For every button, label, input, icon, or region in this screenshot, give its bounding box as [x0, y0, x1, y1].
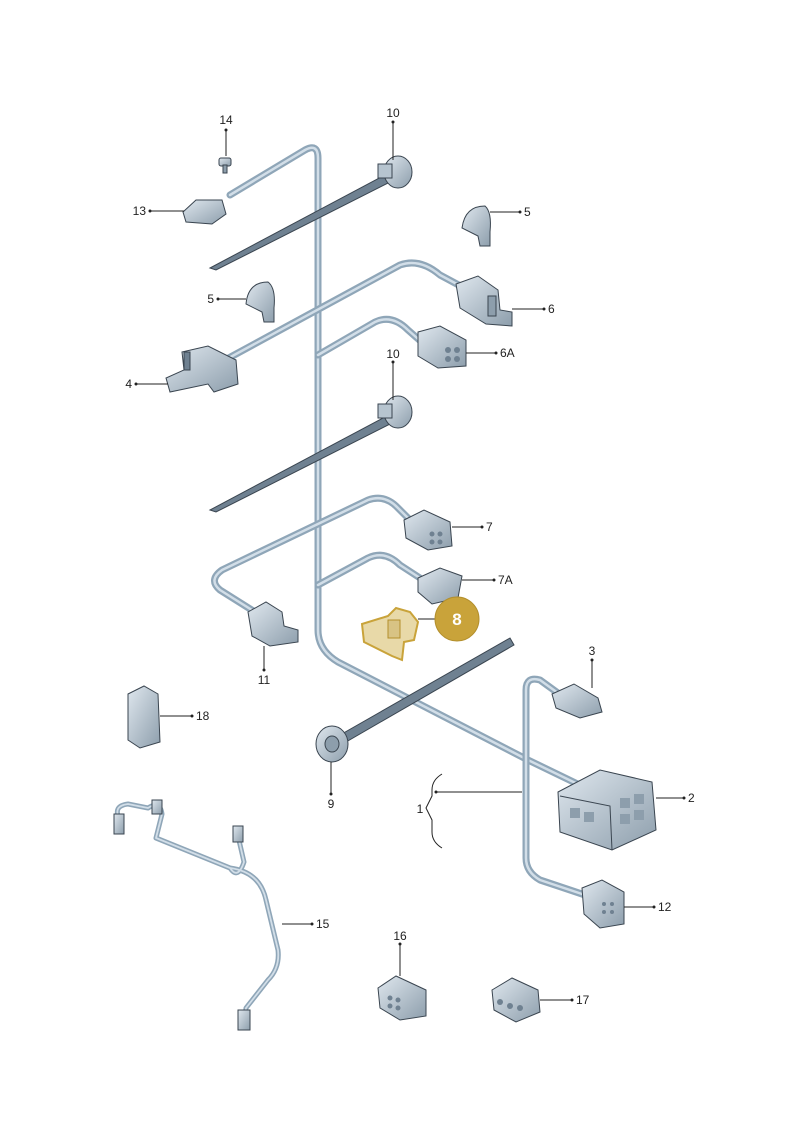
part-8-highlighted[interactable] — [360, 606, 420, 662]
main-harness — [211, 144, 594, 899]
sub-harness-15 — [113, 799, 281, 1031]
callout-14: 14 — [219, 113, 233, 127]
callout-18: 18 — [196, 709, 210, 723]
connector-3 — [551, 683, 603, 719]
connector-6 — [455, 275, 513, 327]
leader-lines — [134, 120, 686, 1002]
screw-14 — [218, 157, 232, 174]
grommet-9 — [315, 725, 349, 763]
connector-11 — [247, 601, 299, 647]
callout-5-lower: 5 — [207, 292, 214, 306]
callout-13: 13 — [133, 204, 147, 218]
main-trunk-wire — [226, 144, 594, 794]
callout-6: 6 — [548, 302, 555, 316]
grommet-10-lower — [377, 395, 413, 429]
callout-6a: 6A — [500, 346, 515, 360]
connector-4 — [165, 345, 239, 393]
callout-10-upper: 10 — [386, 106, 400, 120]
badge-8-label: 8 — [452, 610, 461, 629]
callout-labels: 14 13 10 5 5 6 6A 10 4 7 7A 11 3 18 9 1 … — [125, 106, 695, 1007]
parts — [113, 155, 657, 1031]
callout-7: 7 — [486, 520, 493, 534]
connector-6a — [417, 325, 467, 369]
callout-5-upper: 5 — [524, 205, 531, 219]
connector-18 — [127, 685, 161, 749]
cable-tie-upper — [208, 167, 403, 271]
callout-15: 15 — [316, 917, 330, 931]
connector-17 — [491, 977, 541, 1023]
callout-16: 16 — [393, 929, 407, 943]
callout-9: 9 — [328, 797, 335, 811]
callout-4: 4 — [125, 377, 132, 391]
connector-2 — [557, 769, 657, 851]
connector-13 — [182, 199, 227, 225]
callout-3: 3 — [589, 644, 596, 658]
connector-12 — [581, 879, 625, 929]
cap-5-lower — [245, 281, 275, 323]
cable-tie-lower — [339, 637, 515, 743]
badge-8[interactable]: 8 — [434, 596, 480, 642]
connector-7 — [403, 509, 453, 551]
grommet-10-upper — [377, 155, 413, 189]
callout-2: 2 — [688, 791, 695, 805]
callout-12: 12 — [658, 900, 672, 914]
callout-17: 17 — [576, 993, 590, 1007]
callout-1: 1 — [417, 802, 424, 816]
connector-16 — [377, 975, 427, 1021]
callout-11: 11 — [258, 673, 271, 687]
callout-7a: 7A — [498, 573, 513, 587]
cap-5-upper — [461, 205, 491, 247]
cable-ties — [208, 167, 515, 743]
callout-10-lower: 10 — [386, 347, 400, 361]
